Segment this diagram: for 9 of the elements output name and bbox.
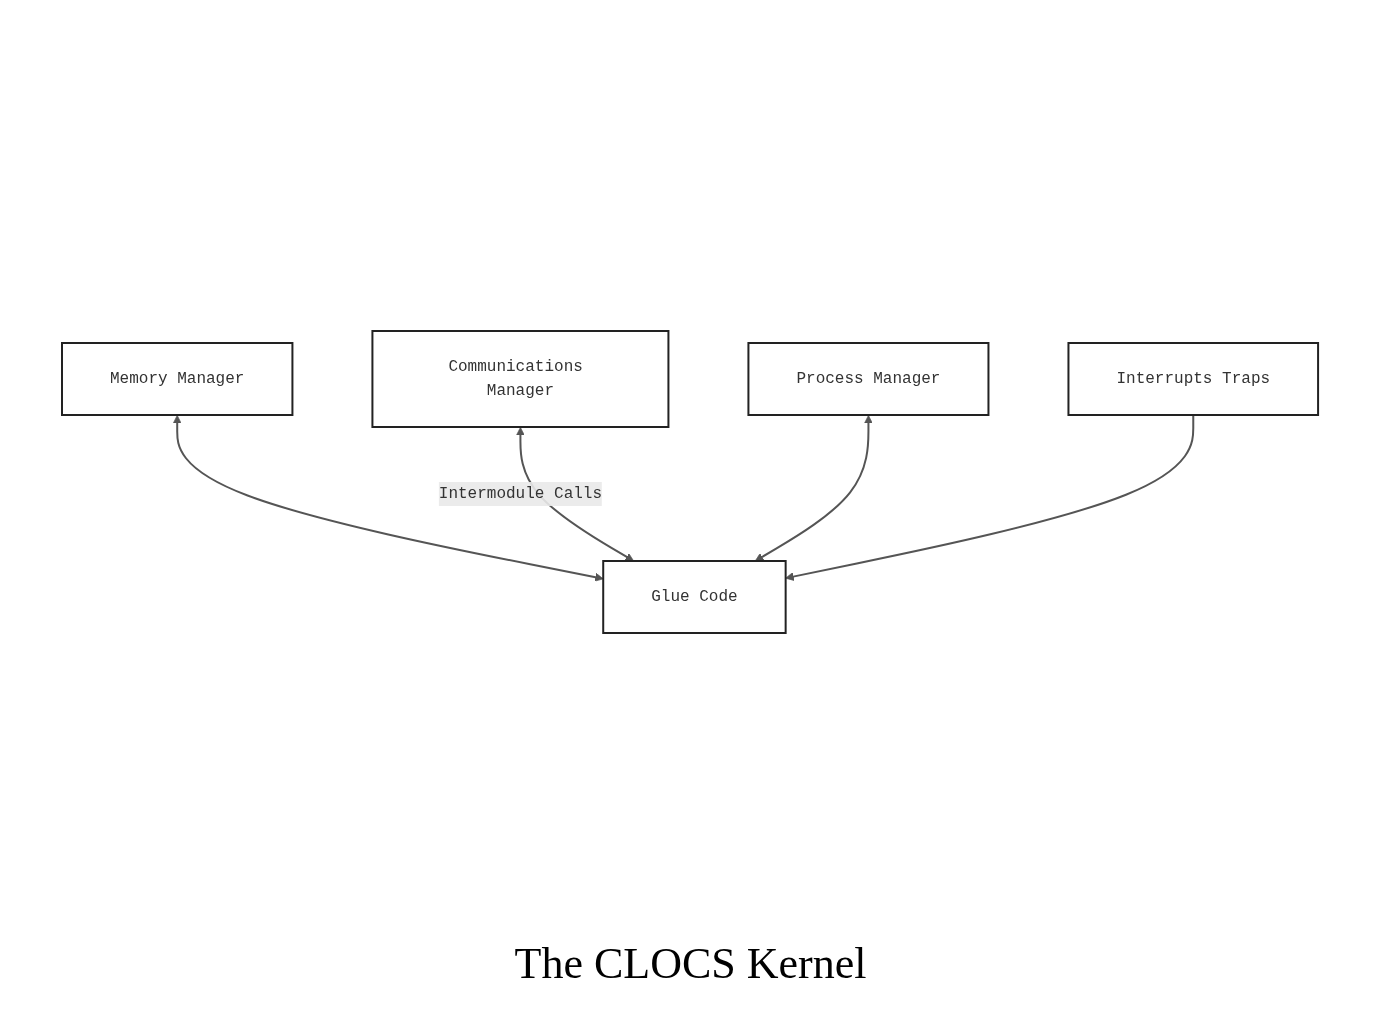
node-box: Glue Code [602,559,788,634]
node-box: Process Manager [747,341,990,416]
caption: The CLOCS Kernel [514,937,867,989]
node-box: Communications Manager [371,329,670,428]
edge-label: Intermodule Calls [439,484,603,503]
node-box: Memory Manager [61,341,294,416]
node-box: Interrupts Traps [1067,341,1320,416]
arrow [173,414,605,582]
arrow [755,414,874,561]
